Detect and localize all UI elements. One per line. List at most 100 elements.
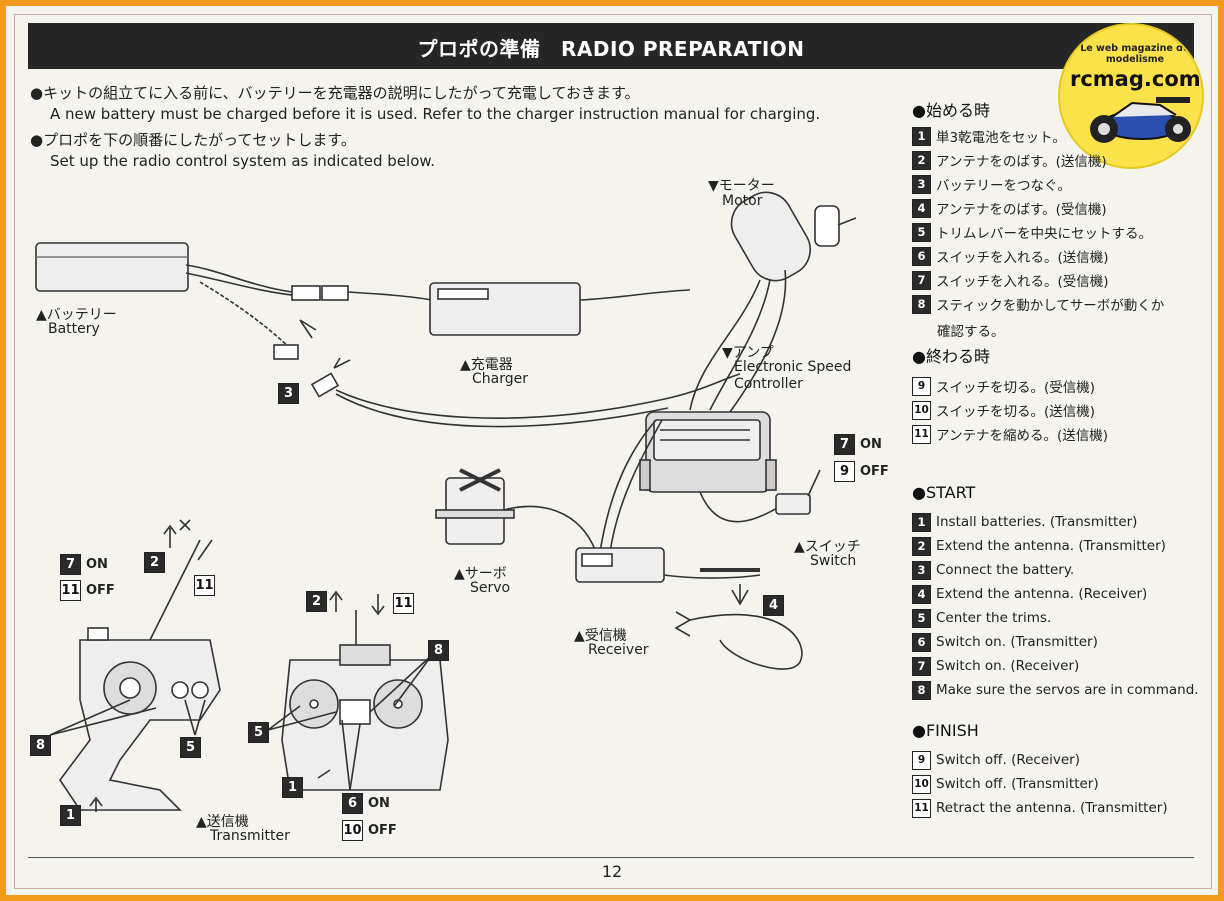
intro-line2-jp: ●プロポを下の順番にしたがってセットします。	[30, 131, 356, 149]
step-number-badge: 8	[912, 294, 931, 314]
intro-line1-en: A new battery must be charged before it …	[50, 105, 821, 123]
step-number-badge: 9	[912, 376, 931, 396]
step-number-badge: 6	[912, 632, 931, 652]
rcmag-logo: Le web magazine du modelisme rcmag.com	[1058, 23, 1204, 169]
inner-border	[14, 14, 1212, 889]
step-item: 2 Extend the antenna. (Transmitter)	[912, 536, 1166, 556]
step-item: 9 Switch off. (Receiver)	[912, 750, 1080, 770]
step-number-badge: 10	[912, 774, 931, 794]
intro-line2-en: Set up the radio control system as indic…	[50, 152, 436, 170]
callout-1-left: 1	[60, 805, 86, 826]
step-number-badge: 11	[912, 424, 931, 444]
motor-label-jp: ▼モーター	[708, 178, 775, 194]
step-number-badge: 2	[912, 150, 931, 170]
step-text: スイッチを切る。(受信機)	[936, 380, 1096, 396]
step-item: 4 アンテナをのばす。(受信機)	[912, 198, 1107, 218]
transmitter-label-en: Transmitter	[210, 828, 290, 844]
callout-3: 3	[278, 383, 304, 404]
step-text: Connect the battery.	[936, 562, 1075, 578]
step-text: アンテナを縮める。(送信機)	[936, 428, 1108, 444]
step-item: 10 Switch off. (Transmitter)	[912, 774, 1099, 794]
step-item: 8 スティックを動かしてサーボが動くか	[912, 294, 1164, 314]
logo-tagline: Le web magazine du modelisme	[1080, 43, 1190, 65]
callout-11-left: 11	[194, 575, 220, 596]
receiver-label-jp: ▲受信機	[574, 628, 627, 644]
step-number-badge: 7	[912, 656, 931, 676]
motor-label-en: Motor	[722, 193, 763, 209]
step-number-badge: 9	[912, 750, 931, 770]
step-text: Switch on. (Receiver)	[936, 658, 1080, 674]
step-number-badge: 3	[912, 174, 931, 194]
step-item: 3 バッテリーをつなぐ。	[912, 174, 1071, 194]
step-text: アンテナをのばす。(受信機)	[936, 202, 1107, 218]
callout-5-left: 5	[180, 737, 206, 758]
step-item: 9 スイッチを切る。(受信機)	[912, 376, 1095, 396]
callout-8-right: 8	[428, 640, 454, 661]
motor-can	[730, 191, 811, 282]
step-text: バッテリーをつなぐ。	[936, 178, 1071, 194]
servo-label-jp: ▲サーボ	[454, 566, 507, 582]
callout-11-right: 11	[393, 593, 419, 614]
step-item: 5 トリムレバーを中央にセットする。	[912, 222, 1152, 242]
transmitter-label-jp: ▲送信機	[196, 814, 249, 830]
step-number-badge: 4	[912, 198, 931, 218]
esc-label-jp: ▼アンプ	[722, 345, 774, 361]
page-header: プロポの準備 RADIO PREPARATION	[28, 23, 1194, 69]
step-number-badge: 5	[912, 222, 931, 242]
step-text: Switch off. (Receiver)	[936, 752, 1081, 768]
callout-2-right: 2	[306, 591, 332, 612]
step-text: アンテナをのばす。(送信機)	[936, 154, 1107, 170]
callout-5-right: 5	[248, 722, 274, 743]
switch-label-jp: ▲スイッチ	[794, 539, 861, 555]
step-number-badge: 7	[912, 270, 931, 290]
step-number-badge: 3	[912, 560, 931, 580]
switch-label-en: Switch	[810, 553, 857, 569]
step-text: トリムレバーを中央にセットする。	[936, 226, 1152, 242]
step-text: Extend the antenna. (Transmitter)	[936, 538, 1166, 554]
callout-2-left: 2	[144, 552, 170, 573]
esc-label-en2: Controller	[734, 376, 803, 392]
step-text: Install batteries. (Transmitter)	[936, 514, 1138, 530]
step-text: Make sure the servos are in command.	[936, 682, 1199, 698]
step-text: スイッチを切る。(送信機)	[936, 404, 1096, 420]
footer-rule	[28, 857, 1194, 858]
callout-4: 4	[763, 595, 789, 616]
step-text: スティックを動かしてサーボが動くか	[936, 298, 1165, 314]
page-number: 12	[601, 862, 623, 881]
switch-box	[775, 493, 811, 515]
step-text: 単3乾電池をセット。	[936, 130, 1066, 146]
step-item: 3 Connect the battery.	[912, 560, 1074, 580]
step-number-badge: 6	[912, 246, 931, 266]
finish-en-title: ●FINISH	[912, 721, 979, 740]
charger-label-jp: ▲充電器	[460, 357, 513, 373]
step-text: Switch off. (Transmitter)	[936, 776, 1099, 792]
step-item: 7 Switch on. (Receiver)	[912, 656, 1079, 676]
logo-wordmark: rcmag.com	[1070, 67, 1201, 91]
step-item: 11 アンテナを縮める。(送信機)	[912, 424, 1108, 444]
step-item: 2 アンテナをのばす。(送信機)	[912, 150, 1107, 170]
step-number-badge: 2	[912, 536, 931, 556]
battery-label-en: Battery	[48, 321, 100, 337]
charger-label-en: Charger	[472, 371, 528, 387]
esc-label-en1: Electronic Speed	[734, 359, 852, 375]
step-number-badge: 11	[912, 798, 931, 818]
step-text: Switch on. (Transmitter)	[936, 634, 1098, 650]
step-number-badge: 1	[912, 512, 931, 532]
step-text: Center the trims.	[936, 610, 1052, 626]
callout-1-right: 1	[282, 777, 308, 798]
